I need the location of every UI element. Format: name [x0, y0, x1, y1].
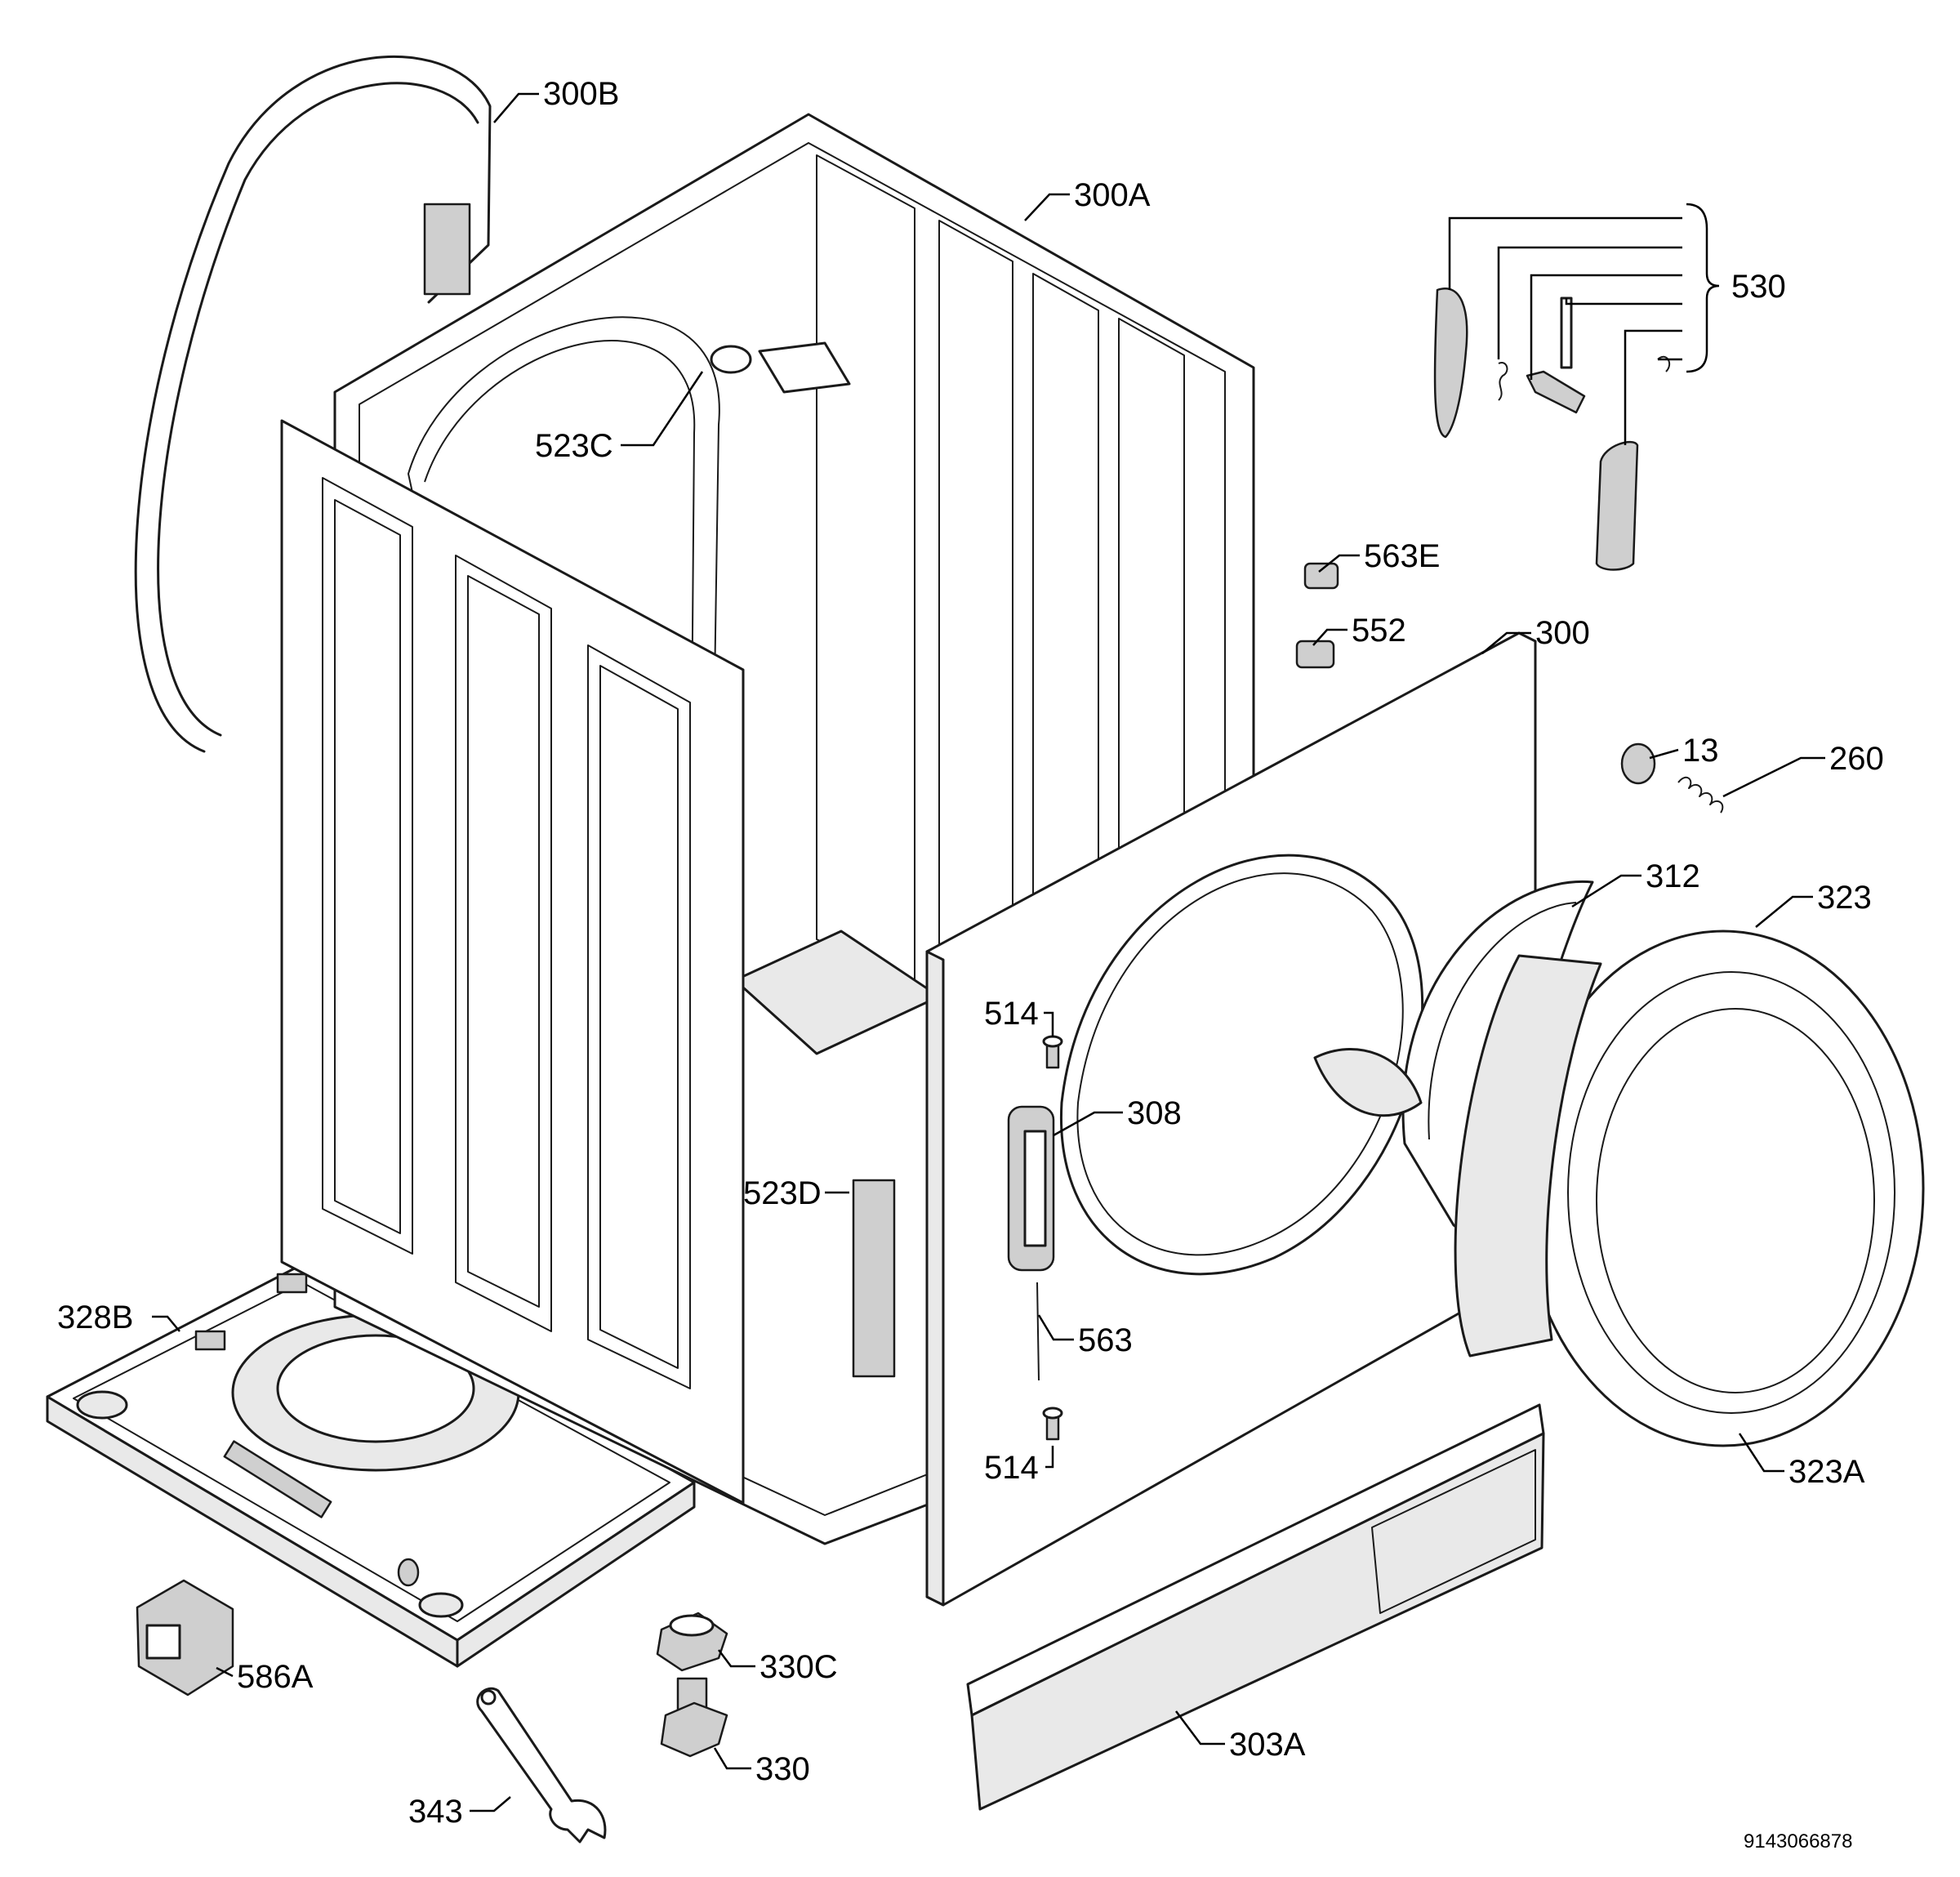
label-330C: 330C	[760, 1649, 838, 1685]
label-13: 13	[1682, 733, 1719, 769]
lock-kit-530	[1433, 288, 1671, 571]
side-panel	[280, 419, 745, 1505]
front-panel	[925, 631, 1537, 1607]
label-260: 260	[1829, 741, 1884, 777]
label-563: 563	[1078, 1322, 1133, 1358]
label-523C: 523C	[535, 428, 613, 464]
base-plate	[46, 1263, 696, 1668]
label-563E: 563E	[1364, 538, 1440, 574]
hinge-308	[1007, 1105, 1055, 1272]
label-343: 343	[408, 1794, 463, 1830]
label-323A: 323A	[1788, 1454, 1865, 1490]
label-308: 308	[1127, 1095, 1182, 1131]
label-523D: 523D	[743, 1175, 822, 1211]
label-514-bottom: 514	[984, 1450, 1039, 1486]
rear-seal-ring	[134, 56, 492, 753]
clip-523c	[710, 341, 851, 394]
label-300: 300	[1535, 615, 1590, 651]
cap-13-spring-260	[1620, 742, 1724, 814]
nut-330c	[656, 1612, 728, 1672]
fitting-330	[660, 1677, 728, 1758]
drawing-number: 9143066878	[1744, 1830, 1852, 1852]
part-labels: 300B 300A 530 523C 563E 552 300 13 260 3…	[57, 76, 1884, 1852]
kickplate-303a	[966, 1403, 1545, 1811]
lock-586a	[136, 1579, 234, 1696]
label-300B: 300B	[543, 76, 619, 112]
label-514-top: 514	[984, 996, 1039, 1032]
label-328B: 328B	[57, 1300, 133, 1335]
label-323: 323	[1817, 880, 1872, 916]
label-312: 312	[1646, 858, 1700, 894]
switches-563e-552	[1295, 562, 1339, 669]
wrench-343	[476, 1687, 607, 1844]
door-323	[1454, 930, 1925, 1447]
label-303A: 303A	[1229, 1727, 1306, 1763]
label-300A: 300A	[1074, 177, 1151, 213]
leader-lines	[152, 92, 1825, 1812]
label-530: 530	[1731, 269, 1786, 305]
label-330: 330	[755, 1751, 810, 1787]
label-586A: 586A	[237, 1659, 314, 1695]
label-552: 552	[1352, 613, 1406, 649]
